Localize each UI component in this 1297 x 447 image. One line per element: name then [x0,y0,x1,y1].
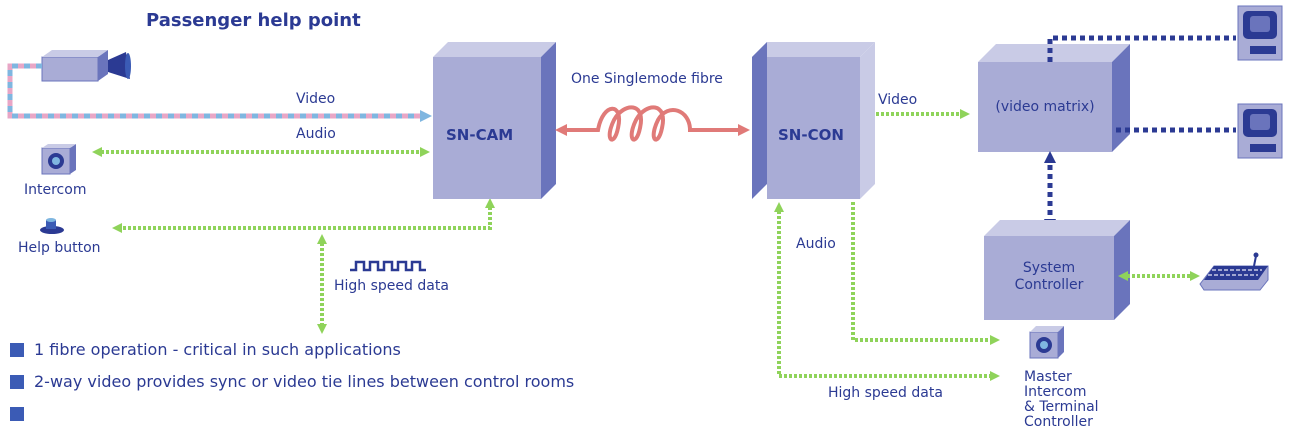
video-label-right: Video [878,92,918,108]
audio-label-right: Audio [796,236,836,252]
feature-bullet: 2-way video provides sync or video tie l… [10,372,770,404]
master-intercom-icon [1029,326,1064,359]
sn-con-box [752,42,875,199]
camera-icon [41,50,131,82]
intercom-label: Intercom [24,182,87,198]
feature-bullet-text: 1 fibre operation - critical in such app… [34,340,401,359]
video-label-left: Video [296,91,336,107]
high-speed-data-label-left: High speed data [334,278,449,294]
data-pulse-icon [350,260,426,272]
intercom-icon [41,144,76,175]
monitor-icon [1237,103,1283,159]
sn-cam-label: SN-CAM [446,126,514,144]
master-intercom-line-3: & Terminal [1024,399,1099,415]
system-controller-box [984,220,1130,320]
master-intercom-label: Master Intercom & Terminal Controller [1024,370,1099,430]
help-button-label: Help button [18,240,101,256]
system-controller-line-2: Controller [1014,277,1084,293]
bullet-square-icon [10,343,24,357]
sn-cam-box [433,42,556,199]
keyboard-icon [1199,252,1269,291]
video-matrix-label: (video matrix) [995,99,1095,115]
feature-bullet-text: 2-way video provides sync or video tie l… [34,372,575,391]
fibre-label: One Singlemode fibre [571,71,723,87]
bullet-square-icon [10,407,24,421]
feature-bullet [10,404,770,436]
monitor-icon [1237,5,1283,61]
fibre-link [555,105,750,142]
audio-link-right [851,202,1000,345]
system-controller-line-1: System [1022,260,1076,276]
sn-con-label: SN-CON [778,126,844,144]
feature-bullet-list: 1 fibre operation - critical in such app… [10,340,770,443]
high-speed-data-label-right: High speed data [828,385,943,401]
help-button-link [112,198,495,233]
audio-label-left: Audio [296,126,336,142]
system-controller-label: System Controller [984,260,1114,294]
feature-bullet: 1 fibre operation - critical in such app… [10,340,770,372]
master-intercom-line-2: Intercom [1024,384,1087,400]
master-intercom-line-1: Master [1024,369,1072,385]
master-intercom-line-4: Controller [1024,414,1093,430]
page-title: Passenger help point [146,10,361,31]
video-cable [7,63,432,122]
monitor-cable-top [1047,35,1236,62]
video-matrix-box [978,44,1130,152]
bullet-square-icon [10,375,24,389]
high-speed-data-link-right [774,202,1000,381]
help-button-icon [40,218,64,234]
